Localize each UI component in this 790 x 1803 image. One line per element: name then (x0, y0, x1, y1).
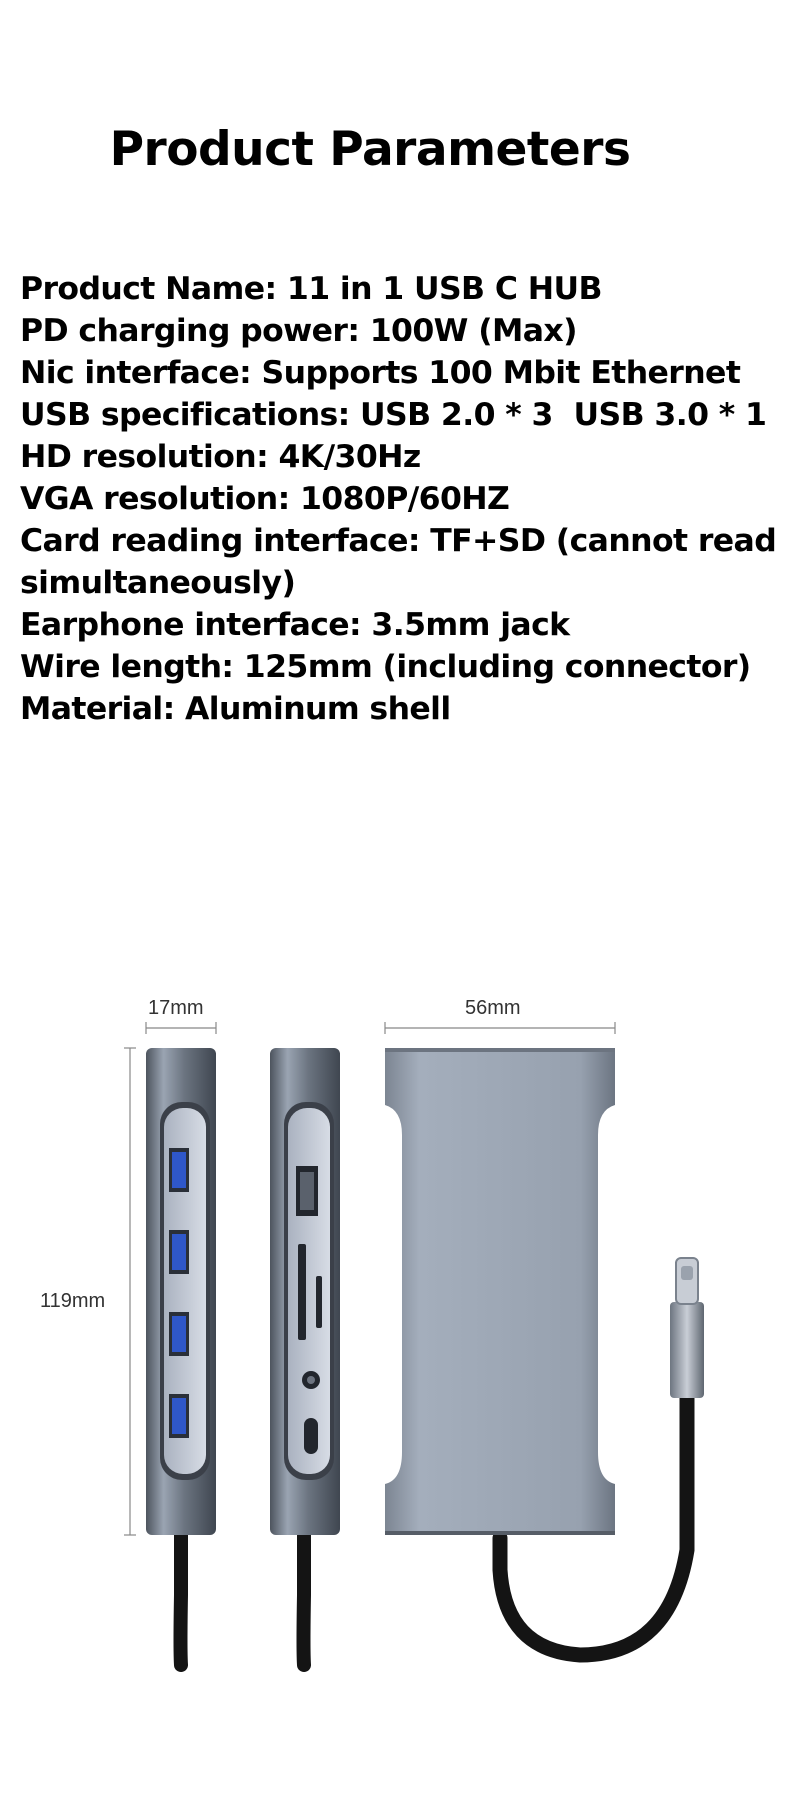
dimension-length-label: 119mm (40, 1290, 106, 1312)
product-illustration (124, 1022, 704, 1672)
dimension-thickness-label: 17mm (148, 997, 204, 1019)
hub-top-view (385, 1048, 615, 1535)
page-title: Product Parameters (109, 122, 631, 177)
spec-wire-length: Wire length: 125mm (including connector) (20, 649, 751, 685)
usb-port-icon (169, 1148, 189, 1192)
dimension-width-label: 56mm (465, 997, 521, 1019)
spec-list: Product Name: 11 in 1 USB C HUB PD charg… (20, 268, 780, 730)
cable-right (492, 1387, 695, 1663)
sd-slot-icon (298, 1244, 306, 1340)
spec-material: Material: Aluminum shell (20, 691, 451, 727)
hdmi-port-icon (296, 1166, 318, 1216)
usb-port-icon (169, 1394, 189, 1438)
spec-card-reader: Card reading interface: TF+SD (cannot re… (20, 523, 777, 601)
spec-hd-resolution: HD resolution: 4K/30Hz (20, 439, 421, 475)
type-c-port-icon (304, 1418, 318, 1454)
tf-slot-icon (316, 1276, 322, 1328)
spec-vga-resolution: VGA resolution: 1080P/60HZ (20, 481, 510, 517)
cable-left (173, 1528, 188, 1672)
hub-side-ports (270, 1048, 340, 1535)
spec-usb: USB specifications: USB 2.0 * 3 USB 3.0 … (20, 397, 767, 433)
spec-nic: Nic interface: Supports 100 Mbit Etherne… (20, 355, 741, 391)
usb-c-plug-icon (670, 1257, 704, 1398)
cable-middle (296, 1528, 311, 1672)
dimension-lines (124, 1022, 616, 1536)
spec-pd-power: PD charging power: 100W (Max) (20, 313, 578, 349)
spec-earphone: Earphone interface: 3.5mm jack (20, 607, 570, 643)
usb-port-icon (169, 1312, 189, 1356)
spec-product-name: Product Name: 11 in 1 USB C HUB (20, 271, 602, 307)
hub-side-usb (146, 1048, 216, 1535)
usb-port-icon (169, 1230, 189, 1274)
